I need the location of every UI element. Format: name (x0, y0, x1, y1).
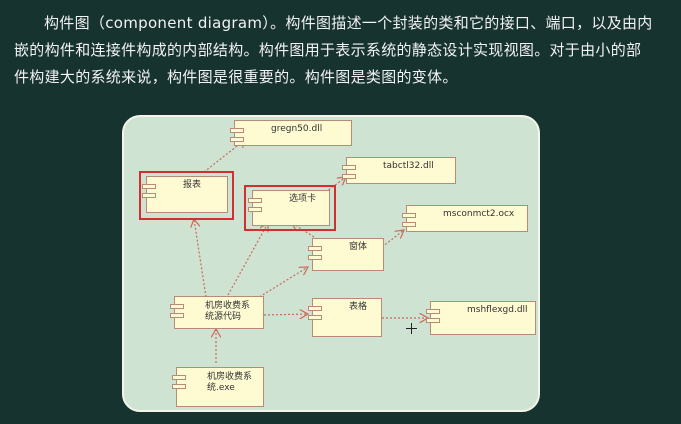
component-label: 机房收费系 统源代码 (205, 301, 250, 323)
highlight-box-baobiao (139, 171, 234, 220)
description-paragraph: 构件图（component diagram）。构件图描述一个封装的类和它的接口、… (14, 10, 670, 91)
component-exe: 机房收费系 统.exe (172, 367, 264, 407)
arrow-source-biaoge (263, 314, 308, 315)
component-mscomct2-ocx: msconmct2.ocx (402, 205, 528, 232)
paragraph-line-2: 嵌的构件和连接件构成的内部结构。构件图用于表示系统的静态设计实现视图。对于由小的… (14, 41, 642, 59)
component-label-line-2: 统.exe (207, 383, 235, 393)
component-port (142, 193, 156, 198)
component-label: msconmct2.ocx (443, 209, 515, 219)
arrow-source-baobiao (194, 219, 207, 298)
component-label: 表格 (349, 302, 368, 312)
component-port (248, 198, 262, 203)
component-baobiao: 报表 (142, 176, 228, 213)
component-biaoge: 表格 (308, 298, 382, 337)
component-port (308, 315, 322, 320)
component-chuangti: 窗体 (308, 238, 384, 271)
component-port (172, 375, 186, 380)
component-label: 窗体 (349, 242, 368, 252)
paragraph-line-1: 构件图（component diagram）。构件图描述一个封装的类和它的接口、… (44, 14, 653, 32)
component-port (342, 165, 356, 170)
component-port (308, 246, 322, 251)
component-port (248, 207, 262, 212)
component-tabctl32-dll: tabctl32.dll (342, 157, 456, 184)
component-port (308, 255, 322, 260)
component-port (402, 222, 416, 227)
component-port (170, 313, 184, 318)
highlight-box-xuanxiangka (244, 185, 336, 231)
component-mshflexgd-dll: mshflexgd.dll (426, 301, 536, 335)
component-label-line-2: 统源代码 (205, 312, 242, 322)
crosshair-cursor-icon (406, 323, 417, 334)
component-port (230, 137, 244, 142)
paragraph-line-3: 件构建大的系统来说，构件图是很重要的。构件图是类图的变体。 (14, 68, 458, 86)
component-port (342, 174, 356, 179)
component-port (142, 184, 156, 189)
component-port (170, 304, 184, 309)
component-source-code: 机房收费系 统源代码 (170, 296, 264, 329)
component-port (426, 318, 440, 323)
component-label: 机房收费系 统.exe (207, 372, 252, 394)
component-label: gregn50.dll (271, 124, 323, 134)
component-diagram: gregn50.dll tabctl32.dll 报表 选项卡 msconmct… (122, 115, 540, 412)
component-port (230, 128, 244, 133)
arrow-source-xuanxiangka (227, 223, 268, 296)
component-gregn50-dll: gregn50.dll (230, 120, 352, 146)
arrow-source-chuangti (255, 267, 308, 300)
component-port (172, 384, 186, 389)
component-label-line-1: 机房收费系 (207, 372, 253, 382)
component-label-line-1: 机房收费系 (205, 301, 251, 311)
component-label: 报表 (183, 180, 202, 190)
component-port (426, 309, 440, 314)
arrow-chuangti-mscomct2 (381, 230, 404, 248)
component-label: 选项卡 (289, 194, 317, 204)
component-label: mshflexgd.dll (467, 305, 528, 315)
component-port (402, 213, 416, 218)
component-label: tabctl32.dll (383, 161, 434, 171)
component-xuanxiangka: 选项卡 (248, 190, 330, 226)
component-port (308, 306, 322, 311)
